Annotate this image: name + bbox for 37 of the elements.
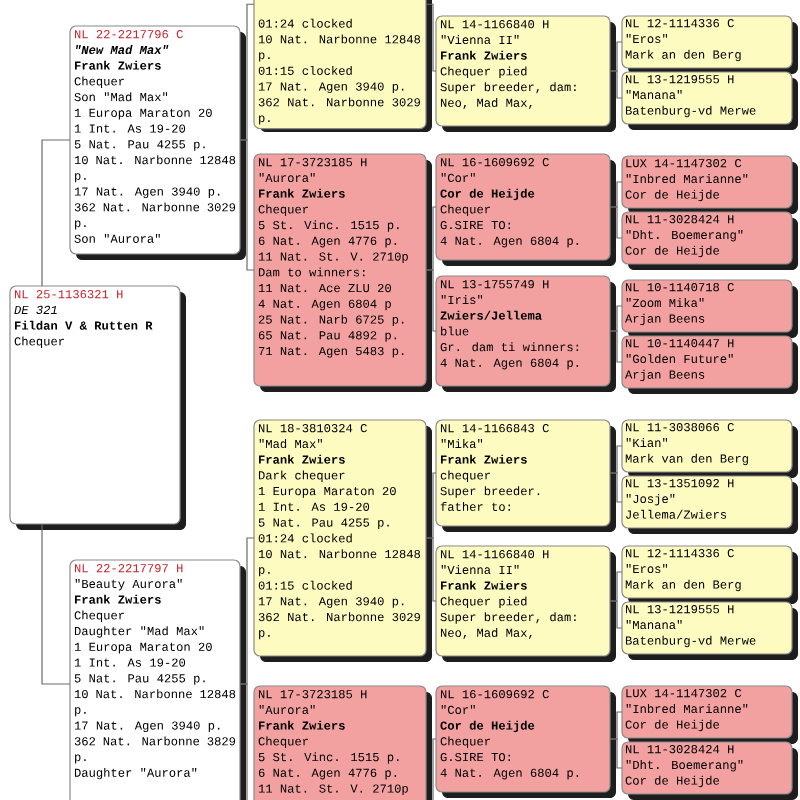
- pedigree-card: [621, 155, 798, 214]
- pedigree-card: [621, 71, 798, 130]
- pedigree-card: [621, 685, 798, 744]
- pedigree-card: [621, 601, 798, 660]
- pedigree-card: [621, 279, 798, 338]
- pedigree-card: [253, 685, 432, 800]
- pedigree-card: [69, 559, 246, 800]
- connector-line: [425, 269, 437, 332]
- pedigree-card: [435, 685, 616, 798]
- connector-line: [425, 537, 437, 602]
- connector-line: [41, 523, 71, 685]
- connector-line: [609, 70, 623, 99]
- pedigree-card: [621, 211, 798, 270]
- connector-line: [425, 3, 437, 72]
- connector-line: [609, 206, 623, 239]
- connector-line: [239, 139, 255, 271]
- pedigree-card: [621, 545, 798, 604]
- pedigree-card: [621, 741, 798, 800]
- pedigree-card: [621, 335, 798, 394]
- pedigree-card: [621, 15, 798, 74]
- pedigree-card: [621, 419, 798, 478]
- connector-line: [609, 738, 623, 769]
- pedigree-card: [9, 285, 186, 530]
- pedigree-card: [435, 545, 616, 662]
- connector-line: [609, 472, 623, 503]
- pedigree-card: [253, 0, 432, 132]
- pedigree-card: [621, 475, 798, 534]
- pedigree-card: [435, 153, 616, 266]
- connector-line: [41, 139, 71, 287]
- connector-line: [609, 330, 623, 363]
- pedigree-card: [253, 153, 432, 392]
- pedigree-card: [435, 275, 616, 392]
- pedigree-card: [253, 419, 432, 662]
- pedigree-card: [435, 419, 616, 532]
- connector-line: [609, 600, 623, 629]
- pedigree-card: [69, 25, 246, 260]
- pedigree-card: [435, 15, 616, 132]
